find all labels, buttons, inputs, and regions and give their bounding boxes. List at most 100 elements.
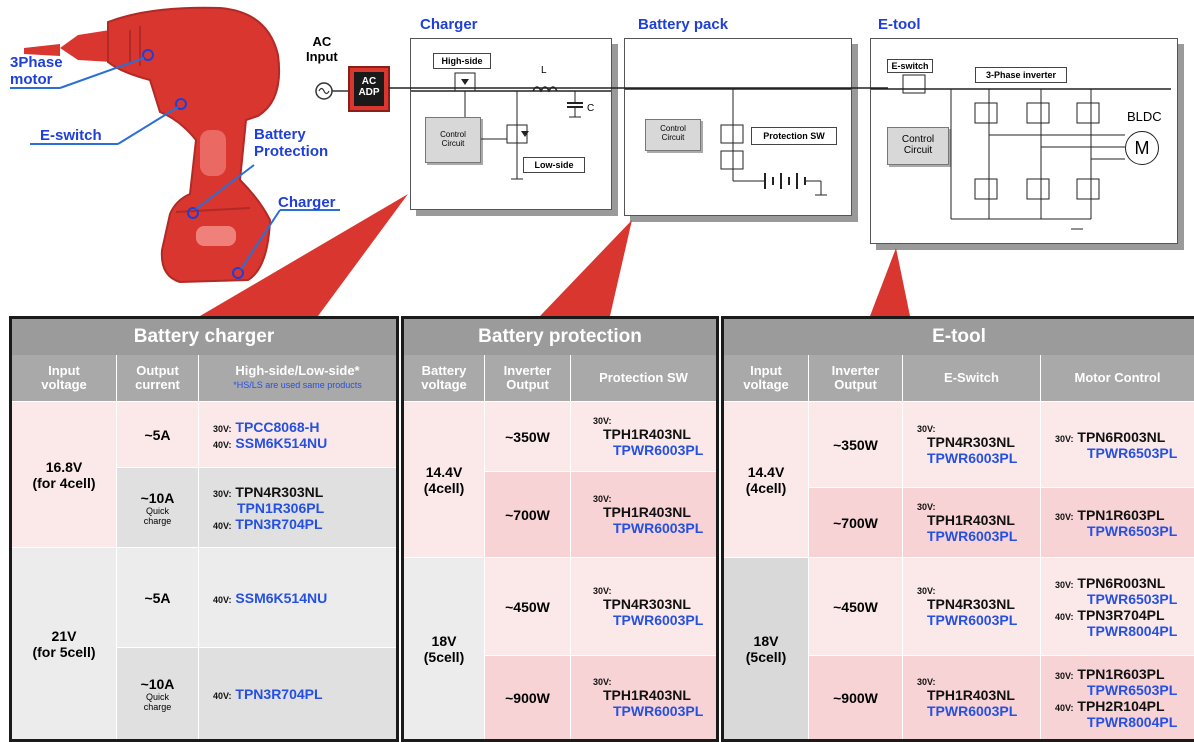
drill-body	[107, 6, 281, 284]
protection-sw-label: Protection SW	[751, 127, 837, 145]
product-name: TPH2R104PL	[1077, 697, 1165, 714]
product-name: TPN4R303NL	[927, 433, 1015, 450]
protection-product-cell: 30V: TPH1R403NL TPWR6003PL	[570, 401, 716, 471]
battery-control-circuit: Control Circuit	[645, 119, 701, 151]
product-name: SSM6K514NU	[235, 589, 328, 606]
voltage-tag: 40V:	[1055, 702, 1074, 713]
voltage-tag: 30V:	[593, 415, 612, 426]
charger-header-hs-ls: High-side/Low-side* *HS/LS are used same…	[198, 355, 396, 401]
motor-symbol: M	[1125, 131, 1159, 165]
voltage-tag: 40V:	[1055, 611, 1074, 622]
battery-pointer	[540, 220, 632, 316]
battery-schematic	[625, 88, 851, 196]
battery-pack-block: Control Circuit Protection SW	[624, 38, 852, 216]
product-name: TPN4R303NL	[603, 595, 691, 612]
charger-voltage-16v: 16.8V (for 4cell)	[12, 401, 116, 547]
charger-current: ~10A	[140, 675, 175, 692]
eswitch-product-cell: 30V: TPH1R403NL TPWR6003PL	[902, 655, 1040, 739]
product-name: TPN3R704PL	[235, 685, 323, 702]
product-name: TPWR6003PL	[613, 441, 704, 458]
voltage-tag: 40V:	[213, 690, 232, 701]
etool-pointer	[870, 248, 910, 316]
voltage-tag: 40V:	[213, 594, 232, 605]
charger-header-note: *HS/LS are used same products	[233, 380, 362, 390]
protection-product-cell: 30V: TPH1R403NL TPWR6003PL	[570, 471, 716, 557]
etool-voltage-18v: 18V (5cell)	[724, 557, 808, 739]
product-name: TPH1R403NL	[603, 686, 691, 703]
charger-current-cell: ~10A Quick charge	[116, 467, 198, 547]
charger-products-cell: 40V: SSM6K514NU	[198, 547, 396, 647]
charger-header-output: Output current	[116, 355, 198, 401]
product-name: TPWR6503PL	[1087, 444, 1178, 461]
protection-voltage-14v: 14.4V (4cell)	[404, 401, 484, 557]
battery-charger-table: Battery charger Input voltage Output cur…	[9, 316, 399, 742]
product-name: TPWR6503PL	[1087, 681, 1178, 698]
etool-table-title: E-tool	[724, 319, 1194, 355]
voltage-tag: 30V:	[593, 676, 612, 687]
power-drill-illustration	[10, 6, 340, 284]
voltage-tag: 30V:	[213, 423, 232, 434]
motor-product-cell: 30V: TPN1R603PL TPWR6503PL 40V: TPH2R104…	[1040, 655, 1194, 739]
product-name: TPN4R303NL	[927, 595, 1015, 612]
ac-adapter-label: AC ADP	[354, 72, 384, 106]
product-name: TPN6R003NL	[1077, 574, 1166, 591]
charger-current-sub: Quick charge	[143, 505, 172, 526]
callout-pointers	[200, 194, 910, 316]
product-name: TPN3R704PL	[235, 515, 323, 532]
etool-block: E-switch 3-Phase inverter Control Circui…	[870, 38, 1178, 244]
drill-chuck	[60, 30, 112, 62]
label-3phase-motor: 3Phase motor	[10, 54, 63, 88]
ac-input-label: AC Input	[306, 34, 338, 64]
charger-header-input: Input voltage	[12, 355, 116, 401]
etool-header-output: Inverter Output	[808, 355, 902, 401]
battery-protection-table: Battery protection Battery voltage Inver…	[401, 316, 719, 742]
product-name: TPWR6503PL	[1087, 522, 1178, 539]
inductor-label: L	[541, 65, 547, 76]
product-name: TPWR6503PL	[1087, 590, 1178, 607]
bldc-label: BLDC	[1127, 109, 1162, 124]
protection-header-voltage: Battery voltage	[404, 355, 484, 401]
voltage-tag: 30V:	[593, 585, 612, 596]
eswitch-product-cell: 30V: TPN4R303NL TPWR6003PL	[902, 557, 1040, 655]
product-name: TPN1R603PL	[1077, 665, 1165, 682]
charger-current: ~5A	[144, 426, 171, 443]
capacitor-label: C	[587, 103, 595, 114]
product-name: TPWR6003PL	[927, 527, 1018, 544]
charger-table-title: Battery charger	[12, 319, 396, 355]
charger-voltage-21v: 21V (for 5cell)	[12, 547, 116, 739]
charger-current-cell: ~5A	[116, 401, 198, 467]
battery-pack-title: Battery pack	[638, 16, 729, 33]
ac-adapter-block: AC ADP	[348, 66, 390, 112]
protection-product-cell: 30V: TPN4R303NL TPWR6003PL	[570, 557, 716, 655]
etool-output: ~900W	[808, 655, 902, 739]
label-charger: Charger	[278, 194, 336, 211]
etool-output: ~350W	[808, 401, 902, 487]
voltage-tag: 30V:	[917, 423, 936, 434]
charger-current-cell: ~5A	[116, 547, 198, 647]
product-name: TPWR6003PL	[927, 611, 1018, 628]
charger-current-sub: Quick charge	[143, 691, 172, 712]
protection-output: ~700W	[484, 471, 570, 557]
charger-products-cell: 30V: TPCC8068-H 40V: SSM6K514NU	[198, 401, 396, 467]
protection-voltage-18v: 18V (5cell)	[404, 557, 484, 739]
product-name: TPWR6003PL	[613, 519, 704, 536]
etool-header-input: Input voltage	[724, 355, 808, 401]
product-name: TPCC8068-H	[235, 418, 320, 435]
product-name: TPWR8004PL	[1087, 713, 1178, 730]
label-battery-protection: Battery Protection	[254, 126, 329, 160]
product-name: SSM6K514NU	[235, 434, 328, 451]
charger-current-cell: ~10A Quick charge	[116, 647, 198, 739]
charger-current: ~10A	[140, 489, 175, 506]
charger-block: High-side Control Circuit Low-side L C	[410, 38, 612, 210]
charger-low-side-label: Low-side	[523, 157, 585, 173]
product-name: TPN3R704PL	[1077, 606, 1165, 623]
product-name: TPWR6003PL	[927, 449, 1018, 466]
product-name: TPWR6003PL	[927, 702, 1018, 719]
etool-eswitch-label: E-switch	[887, 59, 933, 73]
etool-voltage-14v: 14.4V (4cell)	[724, 401, 808, 557]
etool-table: E-tool Input voltage Inverter Output E-S…	[721, 316, 1194, 742]
protection-header-output: Inverter Output	[484, 355, 570, 401]
product-name: TPN4R303NL	[235, 483, 324, 500]
drill-bit	[24, 44, 60, 56]
voltage-tag: 30V:	[1055, 670, 1074, 681]
